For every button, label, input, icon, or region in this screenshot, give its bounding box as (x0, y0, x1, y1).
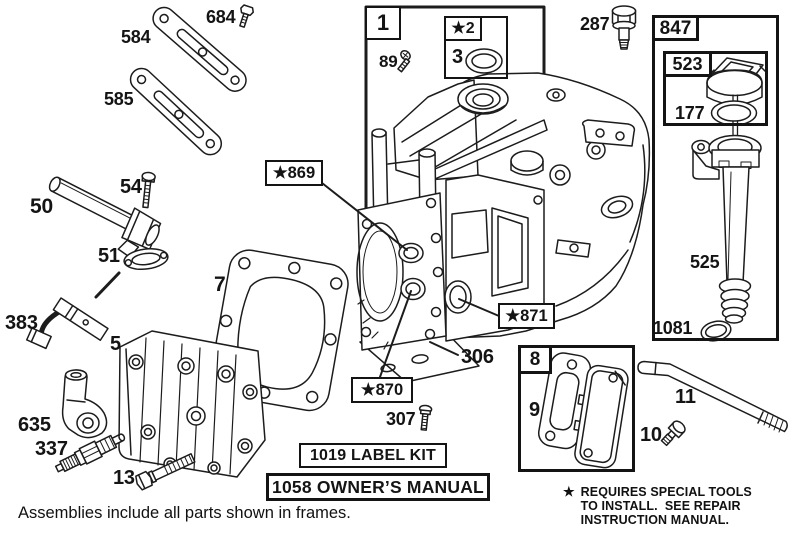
frame-8-border (518, 345, 635, 472)
part-label-635: 635 (18, 414, 51, 436)
part-307-screw-drawing (418, 404, 433, 431)
part-label-9: 9 (529, 399, 540, 421)
part-3-seal-drawing (465, 48, 503, 74)
part-13-bolt-drawing (135, 453, 196, 491)
part-label-10: 10 (640, 424, 662, 446)
part-label-307: 307 (386, 409, 416, 429)
legend-line-2: TO INSTALL. SEE REPAIR (580, 499, 741, 513)
part-11-rod-drawing (637, 360, 788, 433)
part-177-o-ring-drawing (710, 100, 758, 126)
frame-847-border (652, 15, 779, 341)
leader-306 (429, 341, 459, 356)
special-tools-legend: ★ REQUIRES SPECIAL TOOLS TO INSTALL. SEE… (563, 484, 752, 528)
part-10-screw-drawing (660, 420, 686, 447)
part-54-screw-drawing (141, 171, 156, 209)
part-label-51: 51 (98, 245, 120, 267)
leader-869 (321, 182, 408, 251)
part-label-306: 306 (461, 346, 494, 368)
part-label-177: 177 (675, 103, 705, 123)
frame-2-label: ★2 (444, 16, 482, 41)
legend-line-3: INSTRUCTION MANUAL. (580, 513, 730, 527)
callout-870: ★870 (351, 377, 413, 403)
part-337-spark-plug-drawing (54, 433, 126, 473)
part-89-screw-drawing (397, 50, 411, 73)
part-label-585: 585 (104, 89, 134, 109)
caption-owners-manual: 1058 OWNER’S MANUAL (266, 473, 490, 501)
part-label-11: 11 (675, 386, 696, 408)
part-label-684: 684 (206, 7, 236, 27)
leader-871 (458, 298, 500, 317)
callout-869: ★869 (265, 160, 323, 186)
part-label-3: 3 (452, 46, 463, 68)
part-label-7: 7 (214, 273, 226, 296)
part-label-287: 287 (580, 14, 610, 34)
part-1-cylinder-block-drawing (356, 72, 651, 383)
part-label-1081: 1081 (653, 318, 693, 338)
leader-lines (321, 182, 500, 378)
frame-523-label: 523 (663, 51, 712, 77)
part-5-cylinder-head-drawing (118, 330, 266, 478)
part-label-54: 54 (120, 176, 142, 198)
frame-8-label: 8 (518, 345, 552, 374)
assemblies-note: Assemblies include all parts shown in fr… (18, 504, 351, 522)
part-label-337: 337 (35, 438, 68, 460)
part-label-383: 383 (5, 312, 38, 334)
part-684-screw-drawing (239, 4, 254, 28)
part-635-spark-plug-boot-drawing (61, 369, 108, 439)
part-label-584: 584 (121, 27, 151, 47)
part-label-50: 50 (30, 195, 53, 218)
part-label-89: 89 (379, 52, 398, 71)
part-label-13: 13 (113, 467, 135, 489)
legend-line-1: REQUIRES SPECIAL TOOLS (580, 485, 752, 499)
part-383-tube-drawing (25, 271, 121, 350)
frame-1-label: 1 (365, 6, 401, 40)
part-label-525: 525 (690, 252, 720, 272)
star-icon: ★ (563, 484, 575, 499)
frame-523-border (663, 51, 768, 126)
part-287-bolt-drawing (611, 5, 637, 50)
part-585-gasket-drawing (129, 67, 223, 156)
part-9-breather-cover-drawing (573, 364, 629, 469)
caption-label-kit: 1019 LABEL KIT (299, 443, 447, 468)
frame-847-label: 847 (652, 15, 699, 41)
part-51-gasket-drawing (123, 247, 169, 271)
part-label-5: 5 (110, 333, 121, 355)
callout-871: ★871 (498, 303, 555, 329)
leader-870 (379, 290, 412, 378)
part-525-dipstick-tube-drawing (691, 120, 762, 324)
